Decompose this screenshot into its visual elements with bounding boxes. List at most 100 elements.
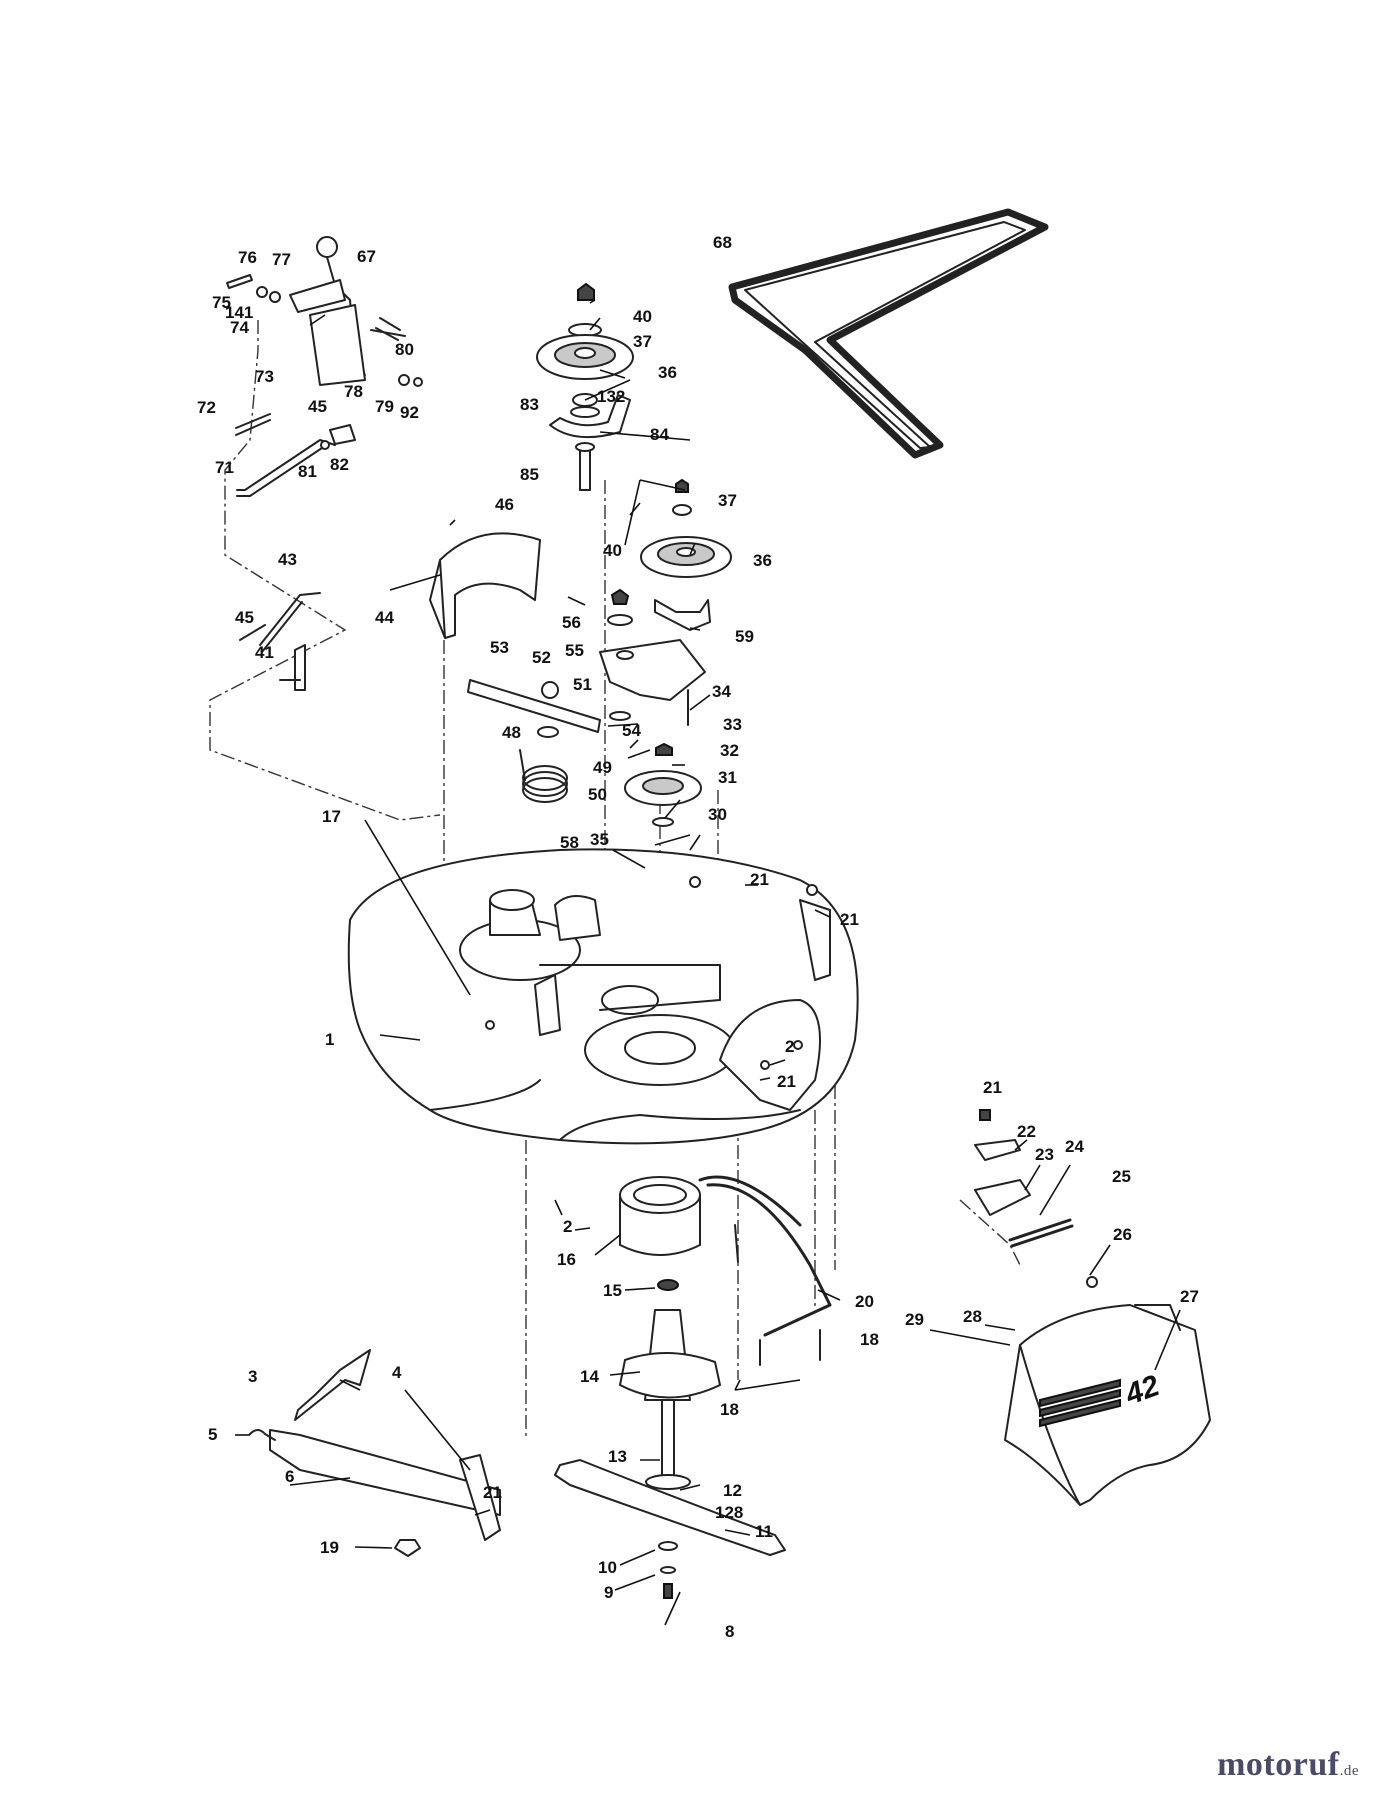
idler-pulley-mid	[607, 478, 732, 631]
leader-lines	[235, 299, 1181, 1626]
callout-label: 81	[298, 462, 317, 481]
callout-label: 32	[720, 741, 739, 760]
callout-label: 128	[715, 1503, 743, 1522]
callout-label: 141	[225, 303, 253, 322]
callout-label: 30	[708, 805, 727, 824]
callout-label: 11	[755, 1522, 773, 1541]
callout-label: 18	[860, 1330, 879, 1349]
brake-arm	[467, 679, 601, 738]
callout-label: 22	[1017, 1122, 1036, 1141]
callout-label: 35	[590, 830, 609, 849]
callout-label: 85	[520, 465, 539, 484]
callout-label: 76	[238, 248, 257, 267]
callout-label: 21	[750, 870, 769, 889]
discharge-deflector: 42	[1004, 1304, 1211, 1506]
callout-label: 45	[235, 608, 254, 627]
callout-label: 56	[562, 613, 581, 632]
callout-label: 31	[718, 768, 737, 787]
callout-label: 48	[502, 723, 521, 742]
deck-rod	[698, 1175, 832, 1366]
callout-label: 21	[777, 1072, 796, 1091]
callout-label: 68	[713, 233, 732, 252]
callout-label: 12	[723, 1481, 742, 1500]
callout-label: 18	[720, 1400, 739, 1419]
callout-label: 51	[573, 675, 592, 694]
callout-label: 6	[285, 1467, 294, 1486]
idler-arm	[541, 639, 706, 726]
callout-label: 16	[557, 1250, 576, 1269]
callout-label: 50	[588, 785, 607, 804]
callout-label: 46	[495, 495, 514, 514]
lift-lever-assembly	[226, 236, 423, 691]
callout-label: 49	[593, 758, 612, 777]
spindle-assembly	[619, 1176, 721, 1599]
callout-label: 67	[357, 247, 376, 266]
callout-label: 21	[983, 1078, 1002, 1097]
callout-label: 15	[603, 1281, 622, 1300]
callout-label: 58	[560, 833, 579, 852]
brand-watermark: motoruf.de	[1217, 1746, 1359, 1784]
callout-label: 52	[532, 648, 551, 667]
callout-label: 9	[604, 1583, 613, 1602]
callout-label: 82	[330, 455, 349, 474]
callout-label: 72	[197, 398, 216, 417]
callout-label: 75	[212, 293, 231, 312]
callout-label: 83	[520, 395, 539, 414]
callout-label: 53	[490, 638, 509, 657]
callout-label: 27	[1180, 1287, 1199, 1306]
callout-label: 5	[208, 1425, 217, 1444]
callout-label: 17	[322, 807, 341, 826]
callout-label: 25	[1112, 1167, 1131, 1186]
callout-label: 10	[598, 1558, 617, 1577]
watermark-brand: motoruf	[1217, 1746, 1340, 1783]
callout-label: 13	[608, 1447, 627, 1466]
callout-label: 73	[255, 367, 274, 386]
callout-label: 40	[603, 541, 622, 560]
callout-label: 41	[255, 643, 274, 662]
callout-label: 21	[840, 910, 859, 929]
callout-label: 28	[963, 1307, 982, 1326]
belt-cover	[429, 532, 541, 639]
callout-label: 44	[375, 608, 394, 627]
callout-label: 34	[712, 682, 731, 701]
callout-label: 36	[753, 551, 772, 570]
callout-label: 21	[483, 1483, 502, 1502]
torsion-spring	[519, 749, 568, 803]
callout-label: 71	[215, 458, 234, 477]
drive-belt	[728, 208, 1049, 459]
callout-label: 36	[658, 363, 677, 382]
callout-label: 20	[855, 1292, 874, 1311]
callout-label: 92	[400, 403, 419, 422]
callout-label: 59	[735, 627, 754, 646]
callout-label: 19	[320, 1538, 339, 1557]
callout-label: 29	[905, 1310, 924, 1329]
callout-label: 24	[1065, 1137, 1084, 1156]
callout-label: 8	[725, 1622, 734, 1641]
callout-label: 2	[785, 1037, 794, 1056]
callout-label: 3	[248, 1367, 257, 1386]
callout-label: 132	[597, 387, 625, 406]
callout-label: 37	[633, 332, 652, 351]
callout-labels: 1 2 2 3 4 5 6 8 9 10 11 12 128 13 14 15 …	[197, 233, 1199, 1641]
callout-label: 4	[392, 1363, 402, 1382]
callout-label: 80	[395, 340, 414, 359]
callout-label: 78	[344, 382, 363, 401]
callout-label: 84	[650, 425, 669, 444]
lift-link-assembly	[249, 1349, 501, 1557]
callout-label: 43	[278, 550, 297, 569]
callout-label: 33	[723, 715, 742, 734]
callout-label: 26	[1113, 1225, 1132, 1244]
callout-label: 23	[1035, 1145, 1054, 1164]
callout-label: 14	[580, 1367, 599, 1386]
callout-label: 79	[375, 397, 394, 416]
callout-label: 55	[565, 641, 584, 660]
callout-label: 2	[563, 1217, 572, 1236]
watermark-tld: .de	[1339, 1763, 1359, 1779]
callout-label: 37	[718, 491, 737, 510]
callout-label: 40	[633, 307, 652, 326]
deck-pulley	[624, 742, 702, 827]
callout-label: 77	[272, 250, 291, 269]
mower-deck	[347, 848, 859, 1145]
callout-label: 45	[308, 397, 327, 416]
